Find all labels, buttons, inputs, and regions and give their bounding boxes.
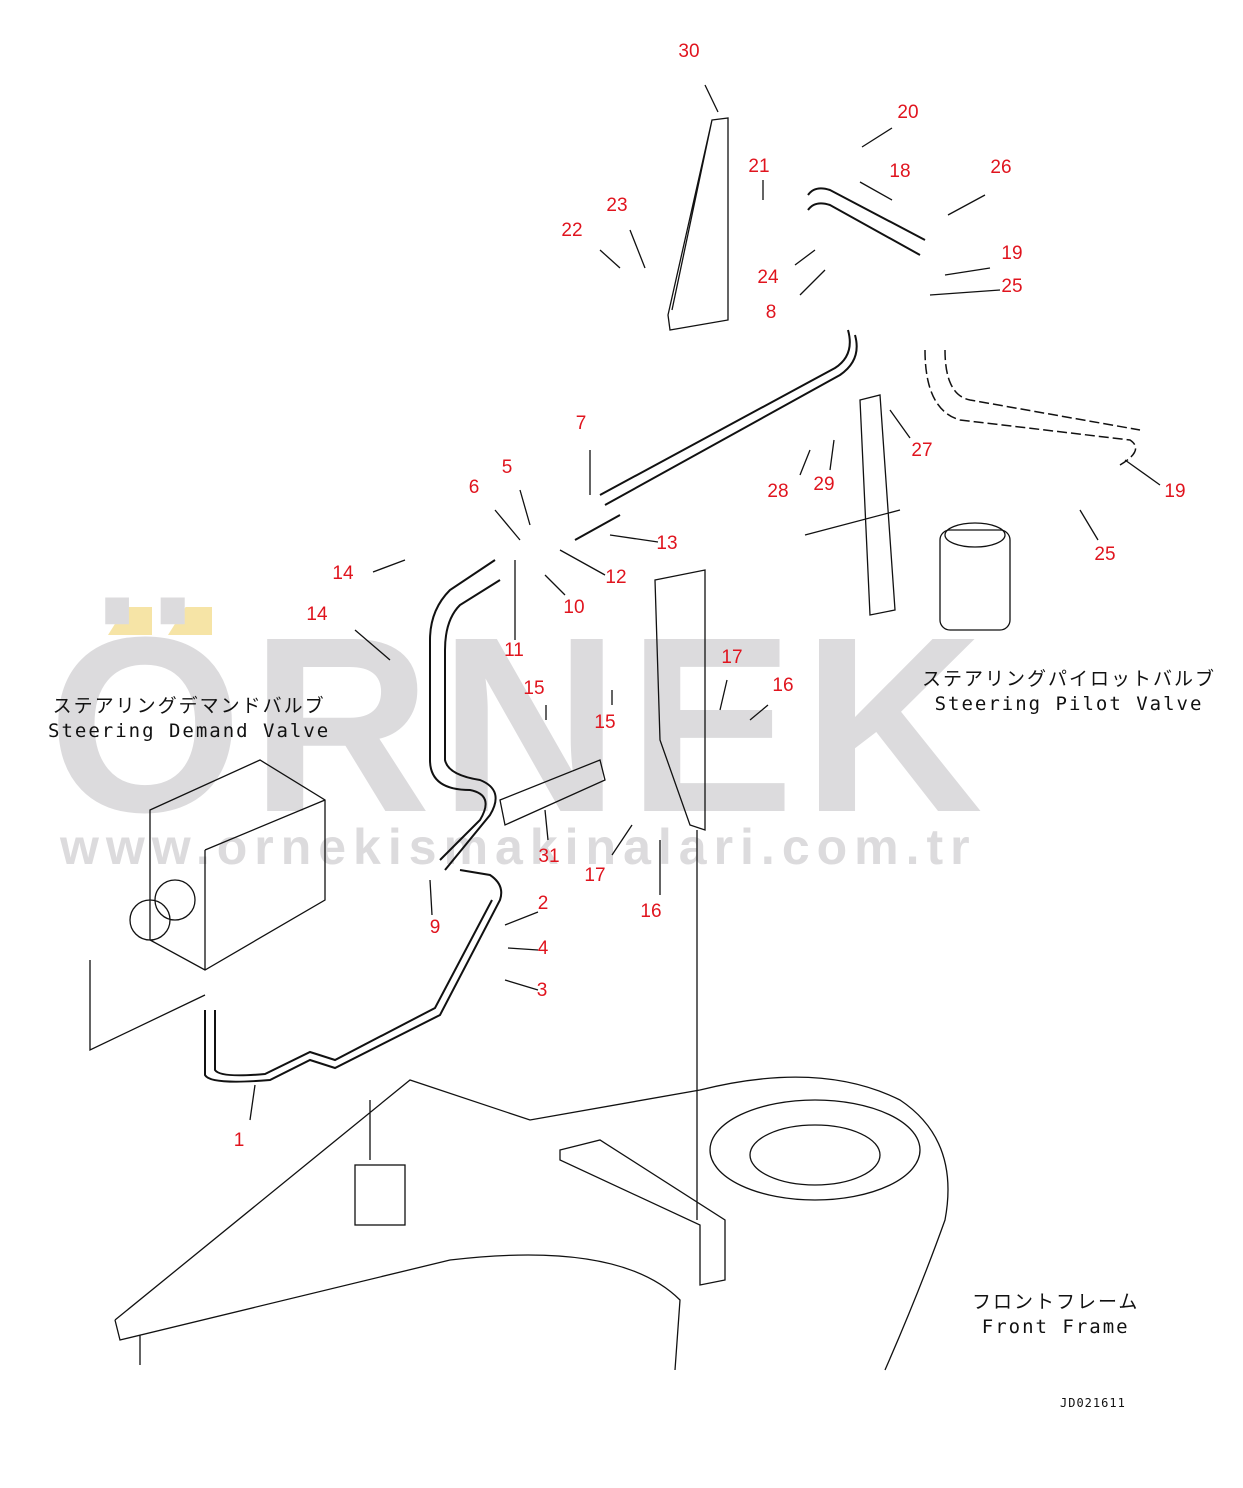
callout-3: 3 — [536, 980, 548, 1001]
callout-14: 14 — [332, 563, 354, 584]
callout-30: 30 — [678, 41, 700, 62]
front-frame-label-en: Front Frame — [981, 1316, 1130, 1338]
callout-19: 19 — [1001, 243, 1023, 264]
callout-23: 23 — [606, 195, 628, 216]
bracket-16 — [654, 569, 706, 831]
callout-20: 20 — [897, 102, 919, 123]
callout-1: 1 — [233, 1130, 245, 1151]
pipe-11 — [429, 559, 501, 871]
callout-22: 22 — [561, 220, 583, 241]
callout-7: 7 — [575, 413, 587, 434]
pilot-valve-label-jp: ステアリングパイロットバルブ — [922, 668, 1217, 690]
hose-pilot — [924, 349, 1141, 466]
callout-15: 15 — [523, 678, 545, 699]
frame-bracket — [559, 1139, 726, 1286]
demand-valve-label-jp: ステアリングデマンドバルブ — [52, 695, 326, 717]
callout-11: 11 — [504, 640, 524, 661]
pipe-18 — [807, 187, 926, 256]
callout-25: 25 — [1094, 544, 1116, 565]
callout-24: 24 — [757, 267, 779, 288]
front-frame-label-jp: フロントフレーム — [972, 1291, 1140, 1313]
demand-valve-label-en: Steering Demand Valve — [48, 720, 331, 742]
callout-5: 5 — [501, 457, 513, 478]
pilot-valve-body — [939, 529, 1011, 631]
bracket-27 — [804, 394, 901, 616]
pilot-valve-label-en: Steering Pilot Valve — [934, 693, 1204, 715]
callout-21: 21 — [748, 156, 770, 177]
callout-25: 25 — [1001, 276, 1023, 297]
callout-4: 4 — [537, 938, 549, 959]
callout-12: 12 — [605, 567, 627, 588]
callout-18: 18 — [889, 161, 911, 182]
hose-7 — [599, 329, 858, 506]
watermark-brand: ÖRNEK — [48, 585, 991, 864]
callout-13: 13 — [656, 533, 678, 554]
drawing-code: JD021611 — [1060, 1396, 1126, 1410]
watermark-umlaut — [108, 607, 214, 635]
callout-16: 16 — [640, 901, 662, 922]
callout-10: 10 — [563, 597, 585, 618]
callout-31: 31 — [538, 846, 560, 867]
callout-26: 26 — [990, 157, 1012, 178]
callout-29: 29 — [813, 474, 835, 495]
callout-16: 16 — [772, 675, 794, 696]
callout-17: 17 — [584, 865, 606, 886]
callout-19: 19 — [1164, 481, 1186, 502]
bracket-30 — [667, 117, 729, 331]
demand-valve-body — [149, 759, 326, 971]
callout-9: 9 — [429, 917, 441, 938]
frame-block — [354, 1164, 406, 1226]
callout-14: 14 — [306, 604, 328, 625]
plate-31 — [499, 759, 606, 826]
pipe-1 — [204, 869, 503, 1083]
callout-17: 17 — [721, 647, 743, 668]
callout-2: 2 — [537, 893, 549, 914]
callout-27: 27 — [911, 440, 933, 461]
front-frame — [114, 1076, 949, 1371]
callout-8: 8 — [765, 302, 777, 323]
hose-13 — [574, 514, 621, 541]
front-frame-ring — [709, 1099, 921, 1201]
callout-6: 6 — [468, 477, 480, 498]
callout-15: 15 — [594, 712, 616, 733]
demand-valve-label: ステアリングデマンドバルブ Steering Demand Valve — [48, 694, 330, 744]
front-frame-label: フロントフレーム Front Frame — [972, 1290, 1139, 1340]
pilot-valve-label: ステアリングパイロットバルブ Steering Pilot Valve — [922, 667, 1216, 717]
callout-28: 28 — [767, 481, 789, 502]
